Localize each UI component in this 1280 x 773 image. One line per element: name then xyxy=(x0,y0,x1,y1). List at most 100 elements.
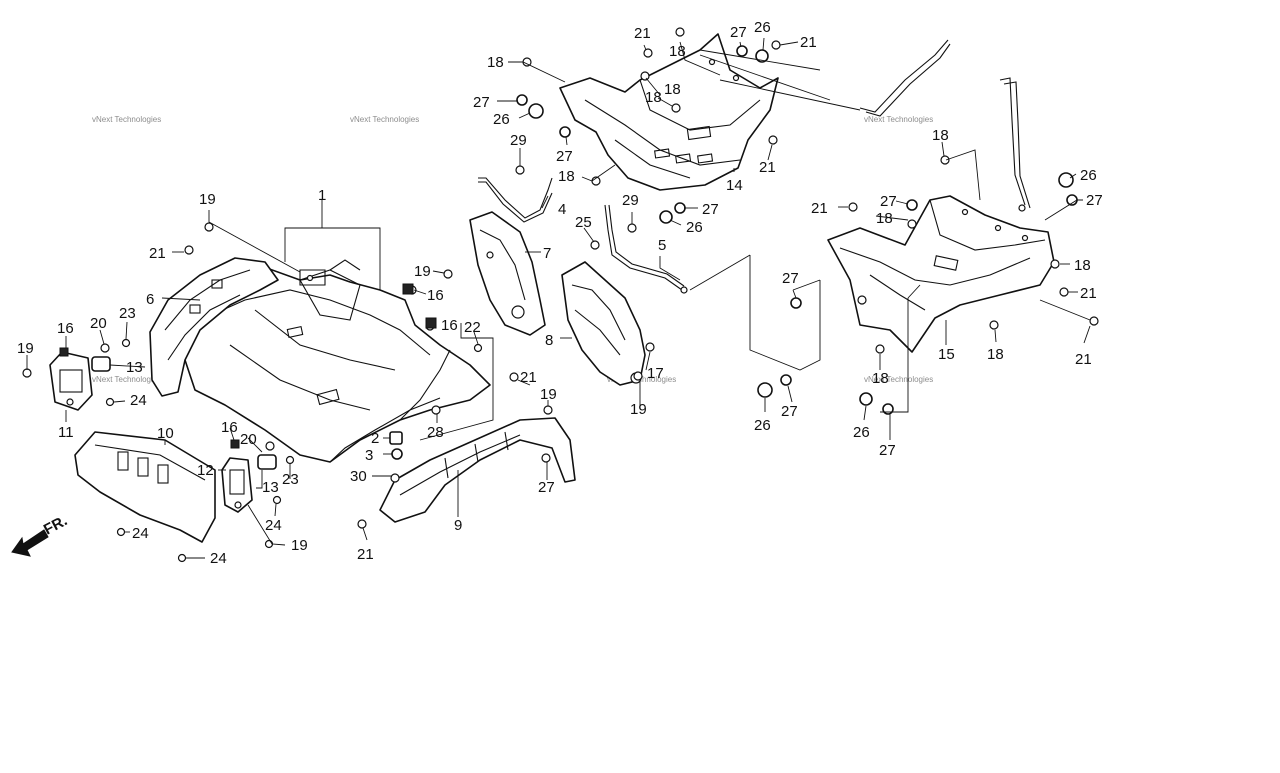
bracket-part-12 xyxy=(221,457,253,513)
front-arrow-icon xyxy=(11,529,49,557)
callout-19: 19 xyxy=(414,263,431,280)
callout-27: 27 xyxy=(538,479,555,496)
callout-21: 21 xyxy=(1075,351,1092,368)
callout-18: 18 xyxy=(876,210,893,227)
callout-19: 19 xyxy=(540,386,557,403)
front-direction-indicator: FR. xyxy=(11,512,70,557)
callout-18: 18 xyxy=(558,168,575,185)
callout-21: 21 xyxy=(811,200,828,217)
callout-26: 26 xyxy=(686,219,703,236)
callout-16: 16 xyxy=(441,317,458,334)
callout-8: 8 xyxy=(545,332,553,349)
callout-18: 18 xyxy=(872,370,889,387)
callout-27: 27 xyxy=(730,24,747,41)
callout-27: 27 xyxy=(880,193,897,210)
callout-27: 27 xyxy=(473,94,490,111)
callout-13-left: 13 xyxy=(126,359,143,376)
mud-guard-part-9 xyxy=(379,417,576,523)
callout-26: 26 xyxy=(754,417,771,434)
cables xyxy=(478,177,688,294)
callout-26: 26 xyxy=(853,424,870,441)
callout-21: 21 xyxy=(759,159,776,176)
callout-9: 9 xyxy=(454,517,462,534)
callout-25: 25 xyxy=(575,214,592,231)
watermark: vNext Technologies xyxy=(864,375,933,384)
callout-13-right: 13 xyxy=(262,479,279,496)
callout-27: 27 xyxy=(556,148,573,165)
callout-19: 19 xyxy=(630,401,647,418)
callout-29: 29 xyxy=(622,192,639,209)
callout-24: 24 xyxy=(132,525,149,542)
rubber-parts xyxy=(91,356,277,470)
callout-2: 2 xyxy=(371,430,379,447)
callout-18: 18 xyxy=(664,81,681,98)
watermark: vNext Technologies xyxy=(92,375,161,384)
watermark: vNext Technologies xyxy=(864,115,933,124)
watermark: vNext Technologies xyxy=(607,375,676,384)
callout-18: 18 xyxy=(645,89,662,106)
callout-21: 21 xyxy=(149,245,166,262)
callout-21: 21 xyxy=(357,546,374,563)
callout-21: 21 xyxy=(634,25,651,42)
callout-7: 7 xyxy=(543,245,551,262)
callout-28: 28 xyxy=(427,424,444,441)
callout-15: 15 xyxy=(938,346,955,363)
callout-18: 18 xyxy=(487,54,504,71)
support-rods xyxy=(859,39,1031,212)
callout-27: 27 xyxy=(781,403,798,420)
callout-22: 22 xyxy=(464,319,481,336)
callout-18: 18 xyxy=(1074,257,1091,274)
callout-24: 24 xyxy=(130,392,147,409)
callout-18: 18 xyxy=(932,127,949,144)
mud-guard-part-6 xyxy=(149,257,279,397)
watermark: vNext Technologies xyxy=(350,115,419,124)
callout-6: 6 xyxy=(146,291,154,308)
inner-panel-part-7 xyxy=(469,211,546,336)
inner-panel-part-8 xyxy=(561,261,646,386)
callout-18: 18 xyxy=(669,43,686,60)
callout-16: 16 xyxy=(221,419,238,436)
callout-24: 24 xyxy=(265,517,282,534)
callout-labels: 1 2 3 4 5 6 7 8 9 10 11 12 13 13 14 15 1… xyxy=(17,19,1103,567)
callout-19: 19 xyxy=(199,191,216,208)
callout-27: 27 xyxy=(702,201,719,218)
bracket-part-10 xyxy=(74,431,216,543)
callout-26: 26 xyxy=(754,19,771,36)
callout-18: 18 xyxy=(987,346,1004,363)
callout-11: 11 xyxy=(58,424,74,441)
callout-24: 24 xyxy=(210,550,227,567)
bracket-part-11 xyxy=(49,351,93,411)
callout-29: 29 xyxy=(510,132,527,149)
callout-19: 19 xyxy=(17,340,34,357)
callout-30: 30 xyxy=(350,468,367,485)
callout-21: 21 xyxy=(800,34,817,51)
callout-10: 10 xyxy=(157,425,174,442)
carrier-part-15 xyxy=(827,195,1055,353)
carrier-part-14 xyxy=(559,33,779,191)
watermark: vNext Technologies xyxy=(92,115,161,124)
callout-20: 20 xyxy=(90,315,107,332)
callout-27: 27 xyxy=(1086,192,1103,209)
leader-lines xyxy=(26,37,1091,559)
hardware xyxy=(22,27,1099,563)
callout-14: 14 xyxy=(726,177,743,194)
callout-16: 16 xyxy=(427,287,444,304)
callout-19: 19 xyxy=(291,537,308,554)
callout-26: 26 xyxy=(493,111,510,128)
callout-20: 20 xyxy=(240,431,257,448)
callout-5: 5 xyxy=(658,237,666,254)
callout-27: 27 xyxy=(782,270,799,287)
callout-21: 21 xyxy=(1080,285,1097,302)
callout-16: 16 xyxy=(57,320,74,337)
callout-17: 17 xyxy=(647,365,664,382)
callout-23: 23 xyxy=(282,471,299,488)
rear-fender-part-1 xyxy=(184,259,491,463)
callout-21: 21 xyxy=(520,369,537,386)
callout-27: 27 xyxy=(879,442,896,459)
callout-3: 3 xyxy=(365,447,373,464)
callout-1: 1 xyxy=(318,187,326,204)
callout-12: 12 xyxy=(197,462,214,479)
callout-26: 26 xyxy=(1080,167,1097,184)
